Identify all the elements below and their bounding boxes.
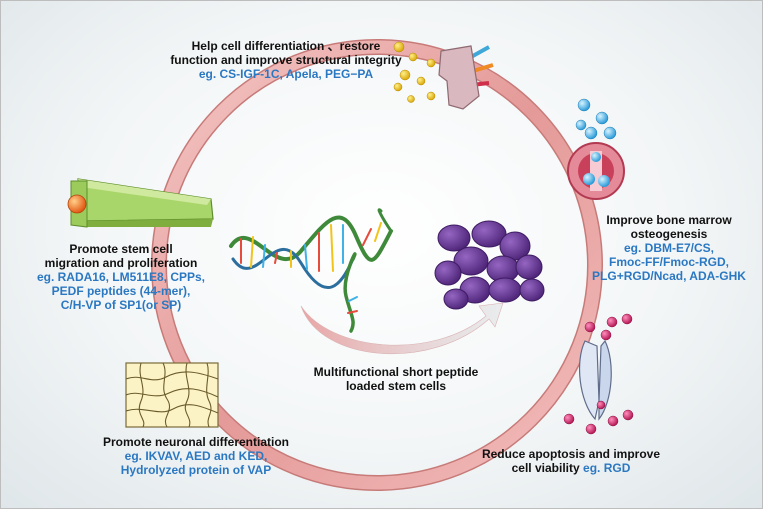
bottom-left-example-2: Hydrolyzed protein of VAP [120, 463, 272, 477]
bottom-right-example: eg. RGD [583, 461, 631, 475]
gold-particles [393, 41, 436, 103]
right-example-1: eg. DBM-E7/CS, [623, 241, 714, 255]
main-ring [151, 39, 603, 491]
left-example-1: eg. RADA16, LM511E8, CPPs, [36, 270, 206, 284]
right-example-2: Fmoc-FF/Fmoc-RGD, [609, 255, 729, 269]
top-title-line1: Help cell differentiation 、restore [191, 39, 381, 53]
top-label-block: Help cell differentiation 、restore funct… [151, 39, 421, 81]
right-title-line1: Improve bone marrow [606, 213, 732, 227]
top-title-line2: function and improve structural integrit… [170, 53, 402, 67]
center-title-line1: Multifunctional short peptide [313, 365, 479, 379]
curved-arrow [300, 302, 504, 355]
dna-helix-icon [229, 208, 393, 333]
bottom-right-label-block: Reduce apoptosis and improve cell viabil… [471, 447, 671, 475]
stem-cell-cluster [434, 220, 545, 310]
receptor-icon [438, 45, 494, 110]
left-label-block: Promote stem cell migration and prolifer… [31, 242, 211, 312]
bottom-right-title-line1: Reduce apoptosis and improve [481, 447, 661, 461]
left-title-line1: Promote stem cell [69, 242, 173, 256]
center-title-line2: loaded stem cells [345, 379, 447, 393]
membrane-channel-icon [578, 339, 612, 421]
bottom-right-line2: cell viability eg. RGD [471, 461, 671, 475]
top-examples: eg. CS-IGF-1C, Apela, PEG−PA [198, 67, 374, 81]
center-label-block: Multifunctional short peptide loaded ste… [301, 365, 491, 393]
right-example-3: PLG+RGD/Ncad, ADA-GHK [592, 269, 746, 283]
rgd-particles [563, 313, 634, 435]
right-label-block: Improve bone marrow osteogenesis eg. DBM… [584, 213, 754, 283]
bone-scaffold-icon [567, 142, 625, 200]
bottom-right-line2-text: cell viability [511, 461, 580, 475]
left-title-line2: migration and proliferation [44, 256, 198, 270]
bottom-left-example-1: eg. IKVAV, AED and KED, [124, 449, 268, 463]
bottom-left-label-block: Promote neuronal differentiation eg. IKV… [81, 435, 311, 477]
neural-tissue-icon [125, 362, 219, 428]
left-example-3: C/H-VP of SP1(or SP) [60, 298, 182, 312]
left-example-2: PEDF peptides (44-mer), [51, 284, 191, 298]
bottom-left-title: Promote neuronal differentiation [102, 435, 289, 449]
blue-particles [575, 98, 617, 140]
peptide-scaffold-icon [67, 178, 214, 228]
right-title-line2: osteogenesis [630, 227, 708, 241]
